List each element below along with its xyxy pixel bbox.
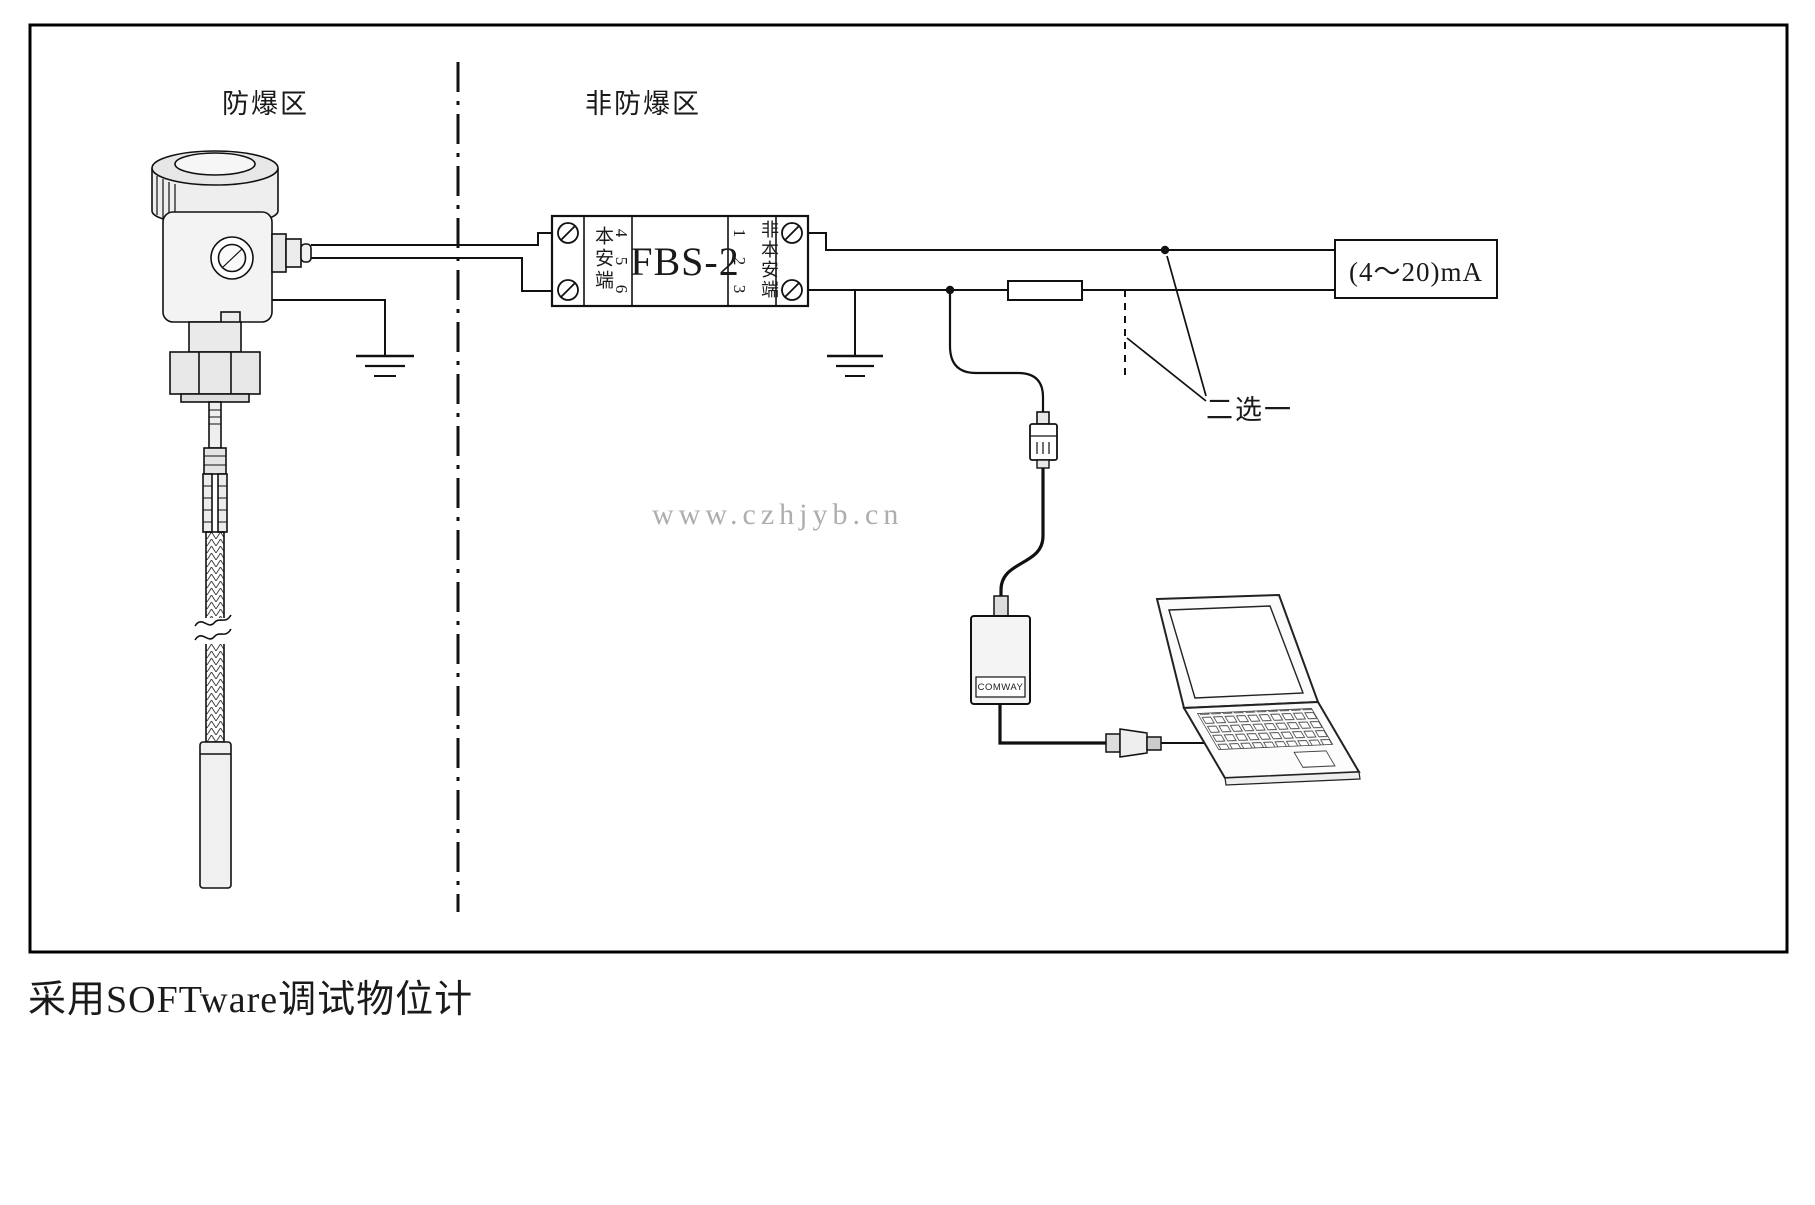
laptop-deck (1196, 708, 1336, 768)
db9-plug (1146, 736, 1162, 751)
junction-dot (1160, 245, 1170, 255)
comway-label-plate (975, 676, 1026, 698)
safety-barrier (550, 214, 810, 308)
selector-label: 二选一 (1206, 395, 1293, 425)
zone-label-safe: 非防爆区 (585, 89, 701, 119)
probe-coupling (203, 447, 227, 475)
cable-break-symbol (194, 614, 233, 644)
terminal-number-5: 5 (612, 256, 631, 266)
level-transmitter (151, 150, 312, 889)
converter-cable-bottom (998, 704, 1106, 745)
converter-top-plug (993, 595, 1009, 617)
clip-connector-stem (1036, 411, 1050, 425)
cable-gland (271, 233, 312, 273)
signal-wire-plus (311, 232, 552, 246)
transmitter-neck (188, 321, 242, 353)
wiring-left (272, 232, 552, 377)
barrier-nonsafe-side-label: 非本安端 (759, 220, 779, 300)
ground-lead-left (272, 299, 386, 356)
barrier-body (550, 214, 810, 308)
loop-wire-plus (808, 232, 1335, 251)
laptop-trackpad (1293, 750, 1336, 768)
terminal-number-6: 6 (612, 284, 631, 294)
signal-wire-minus (311, 257, 552, 292)
terminal-number-4: 4 (612, 228, 631, 238)
ground-symbol-left (356, 354, 414, 377)
laptop-screen-inner (1168, 605, 1304, 699)
hex-nut (169, 351, 261, 395)
ma-output-box (1334, 239, 1498, 299)
transmitter-cap-lid (174, 152, 256, 176)
serial-cable-boot (1105, 733, 1121, 753)
junction-dot (945, 285, 955, 295)
laptop (1155, 593, 1361, 786)
barrier-model-label: FBS-2 (630, 238, 740, 284)
watermark-text: www.czhjyb.cn (652, 498, 904, 531)
clip-connector-tail (1036, 459, 1050, 469)
hart-converter (970, 411, 1206, 758)
diagram-caption: 采用SOFTware调试物位计 (28, 979, 474, 1021)
zone-label-hazardous: 防爆区 (222, 89, 309, 119)
diagram-frame (28, 23, 1789, 954)
probe-weight (199, 741, 232, 889)
terminal-number-2: 2 (730, 256, 749, 266)
barrier-safe-side-label: 本安端 (592, 226, 613, 292)
converter-cable-top (999, 468, 1045, 598)
cable-clamps (202, 473, 228, 533)
comway-brand-label: COMWAY (977, 682, 1024, 693)
leader-to-junction (1166, 255, 1207, 397)
terminal-screws (557, 222, 803, 301)
ground-symbol-right (827, 354, 883, 377)
wiring-right (808, 232, 1335, 414)
clip-lead-wire (948, 290, 1045, 414)
display-highlight (222, 248, 243, 268)
leader-to-dashed-tap (1126, 337, 1207, 402)
washer (180, 393, 250, 403)
selector-leaders (1126, 255, 1207, 402)
laptop-keyboard (1196, 708, 1334, 750)
loop-resistor (1007, 280, 1083, 301)
terminal-number-3: 3 (730, 284, 749, 294)
terminal-number-1: 1 (730, 228, 749, 238)
db9-connector (1119, 728, 1148, 758)
laptop-front-edge (1224, 771, 1361, 786)
probe-rod (208, 401, 222, 449)
ma-output-label: (4～20)mA (1349, 256, 1483, 287)
